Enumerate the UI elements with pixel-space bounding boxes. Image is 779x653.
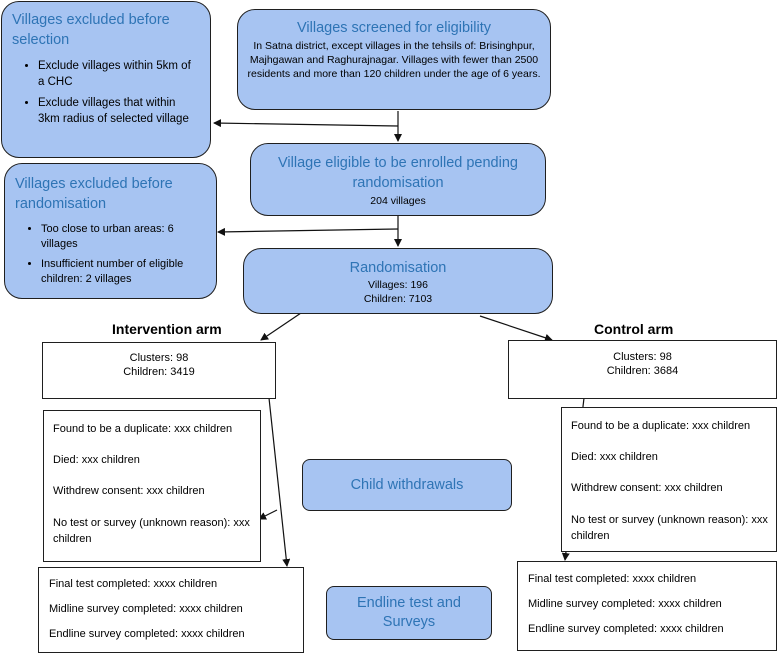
arrow-to-excluded-randomisation [217,227,399,236]
list-item: Exclude villages that within 3km radius … [38,95,200,127]
randomisation-children: Children: 7103 [363,293,433,305]
intervention-arm-heading: Intervention arm [112,321,222,337]
excluded-before-selection-title: Villages excluded before selection [12,12,170,48]
arrow-intervention-withdrawal [258,509,278,520]
intervention-clusters: Clusters: 98 [129,352,189,364]
withdrawal-duplicate: Found to be a duplicate: xxx children [571,420,751,432]
arrow-to-excluded-selection [213,119,399,128]
eligible-count: 204 villages [370,195,426,207]
withdrawal-duplicate: Found to be a duplicate: xxx children [53,423,233,435]
withdrawal-died: Died: xxx children [571,451,658,463]
eligible-title: Village eligible to be enrolled pending … [278,155,518,191]
eligible-box: Village eligible to be enrolled pending … [250,143,546,216]
screened-title: Villages screened for eligibility [297,20,491,36]
withdrawal-unknown: No test or survey (unknown reason): xxx … [571,514,768,542]
screened-box: Villages screened for eligibility In Sat… [237,9,551,110]
randomisation-box: Randomisation Villages: 196 Children: 71… [243,248,553,314]
endline-label-text: Endline test and Surveys [357,595,461,630]
intervention-endline-box: Final test completed: xxxx children Midl… [38,567,304,653]
excluded-before-randomisation-list: Too close to urban areas: 6 villages Ins… [15,222,208,287]
withdrawal-died: Died: xxx children [53,454,140,466]
control-withdrawals-box: Found to be a duplicate: xxx children Di… [561,407,777,552]
control-arm-heading: Control arm [594,321,674,337]
endline-final-test: Final test completed: xxxx children [49,578,218,590]
intervention-withdrawals-box: Found to be a duplicate: xxx children Di… [43,410,261,562]
screened-text: In Satna district, except villages in th… [247,40,541,80]
withdrawal-consent: Withdrew consent: xxx children [571,482,723,494]
intervention-children: Children: 3419 [123,366,195,378]
arrow-randomisation-to-control [479,315,553,342]
withdrawal-consent: Withdrew consent: xxx children [53,485,205,497]
arrow-intervention-down [268,397,291,567]
excluded-before-selection-box: Villages excluded before selection Exclu… [1,1,211,158]
arrow-randomisation-to-intervention [260,312,302,341]
excluded-before-selection-list: Exclude villages within 5km of a CHC Exc… [12,58,200,127]
list-item: Exclude villages within 5km of a CHC [38,58,200,90]
control-allocation-box: Clusters: 98 Children: 3684 [508,340,777,399]
endline-endline-survey: Endline survey completed: xxxx children [49,628,245,640]
endline-endline-survey: Endline survey completed: xxxx children [528,623,724,635]
control-children: Children: 3684 [606,365,679,377]
endline-label: Endline test and Surveys [326,586,492,640]
excluded-before-randomisation-box: Villages excluded before randomisation T… [4,163,217,299]
intervention-allocation-box: Clusters: 98 Children: 3419 [42,342,276,399]
control-endline-box: Final test completed: xxxx children Midl… [517,561,777,651]
list-item: Insufficient number of eligible children… [41,257,208,287]
endline-midline-survey: Midline survey completed: xxxx children [528,598,722,610]
child-withdrawals-text: Child withdrawals [350,477,464,493]
endline-final-test: Final test completed: xxxx children [528,573,697,585]
randomisation-title: Randomisation [349,260,447,276]
endline-midline-survey: Midline survey completed: xxxx children [49,603,243,615]
control-clusters: Clusters: 98 [613,351,672,363]
list-item: Too close to urban areas: 6 villages [41,222,208,252]
child-withdrawals-label: Child withdrawals [302,459,512,511]
randomisation-villages: Villages: 196 [368,279,428,291]
excluded-before-randomisation-title: Villages excluded before randomisation [15,176,173,212]
withdrawal-unknown: No test or survey (unknown reason): xxx … [53,517,250,545]
